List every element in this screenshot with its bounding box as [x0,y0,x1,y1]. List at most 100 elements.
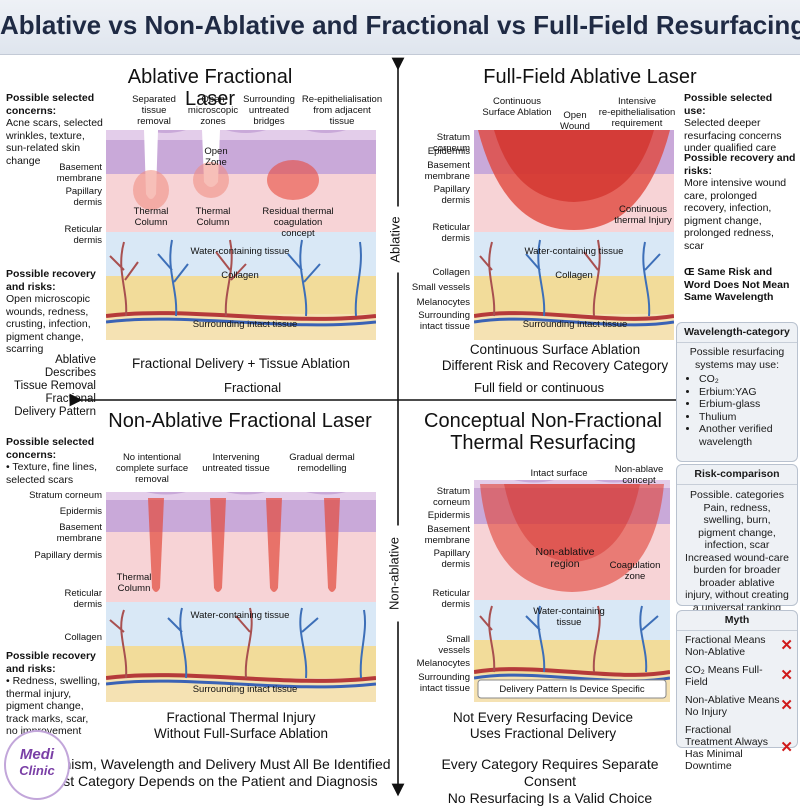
q4-layer-reticular: Reticular dermis [432,588,471,610]
risk-panel-heading: Risk-comparison [677,465,797,485]
q3-skin-diagram [106,492,376,702]
q2-top-label-2: Open Wound [560,110,590,132]
q2-skin-diagram [474,130,674,340]
q4-coagulation-zone-label: Coagulation zone [609,560,661,582]
q3-water-label: Water-containing tissue [190,610,290,621]
q4-layer-epidermis: Epidermis [427,510,470,521]
q4-layer-intact: Surrounding intact tissue [418,672,470,694]
wavelength-item: Erbium-glass [699,398,789,411]
q3-layer-reticular: Reticular dermis [64,588,103,610]
logo-line-1: Medi [19,746,55,763]
q2-recovery-text: More intensive wound care, prolonged rec… [684,177,787,252]
page-title: Ablative vs Non-Ablative and Fractional … [0,10,800,40]
q3-thermal-column-label: Thermal Column [116,572,152,594]
q2-recovery: Possible recovery and risks: More intens… [684,152,796,252]
q2-use: Possible selected use: Selected deeper r… [684,92,796,155]
q2-water-label: Water-containing tissue [524,246,624,257]
q3-recovery-text: • Redness, swelling, thermal injury, pig… [6,675,101,737]
q1-skin-diagram [106,130,376,340]
q1-layer-basement: Basement membrane [56,162,102,184]
q2-top-label-3: Intensive re-epithelialisation requireme… [598,96,676,129]
q3-concerns-heading: Possible selected concerns: [6,436,95,461]
q4-intact-surface-label: Intact surface [530,468,588,479]
q2-layer-melanocytes: Melanocytes [416,297,470,308]
myth-text: Fractional Means Non-Ablative [685,634,766,658]
q1-layer-reticular: Reticular dermis [64,224,103,246]
wavelength-panel-heading: Wavelength-category [677,323,797,343]
wavelength-panel-intro: Possible resurfacing systems may use: [689,346,785,371]
q3-top-label-1: No intentional complete surface removal [115,452,189,485]
q1-caption: Fractional Delivery + Tissue Ablation [132,356,350,371]
q1-water-label: Water-containing tissue [190,246,290,257]
q2-collagen-label: Collagen [555,270,593,281]
q4-non-ablative-region-label: Non-ablative region [535,546,595,570]
q2-layer-reticular: Reticular dermis [432,222,471,244]
myth-panel-heading: Myth [677,611,797,631]
q4-water-label: Water-containing tissue [533,606,605,628]
q3-title: Non-Ablative Fractional Laser [108,410,372,432]
wavelength-panel: Wavelength-category Possible resurfacing… [676,322,798,462]
q1-residual-coagulation-label: Residual thermal coagulation concept [262,206,334,239]
q3-recovery: Possible recovery and risks: • Redness, … [6,650,102,738]
q3-top-label-2: Intervening untreated tissue [202,452,270,474]
logo-line-2: Clinic [19,763,55,778]
q3-concerns-text: • Texture, fine lines, selected scars [6,461,98,486]
q1-layer-papillary: Papillary dermis [65,186,102,208]
q2-layer-intact: Surrounding intact tissue [418,310,470,332]
q1-concerns-text: Acne scars, selected wrinkles, texture, … [6,117,103,167]
axis-label-ablative: Ablative [387,206,403,273]
q4-layer-basement: Basement membrane [424,524,470,546]
wavelength-item: CO₂ [699,373,789,386]
bottom-right-statement: Every Category Requires Separate Consent… [441,756,659,806]
axis-label-non-ablative: Non-ablative [386,525,402,622]
q1-recovery: Possible recovery and risks: Open micros… [6,268,102,356]
q4-device-banner: Delivery Pattern Is Device Specific [499,684,645,695]
myth-text: Non-Ablative Means No Injury [685,694,780,718]
q1-thermal-column-label-1: Thermal Column [133,206,169,228]
q2-thermal-injury-label: Continuous thermal Injury [614,204,672,226]
q3-layer-basement: Basement membrane [56,522,102,544]
q2-layer-basement: Basement membrane [424,160,470,182]
ablative-definition-note: Ablative Describes Tissue Removal Fracti… [13,354,96,418]
x-icon: ✕ [780,697,793,714]
q2-use-text: Selected deeper resurfacing concerns und… [684,117,782,154]
risk-panel: Risk-comparison Possible. categories Pai… [676,464,798,614]
q3-recovery-heading: Possible recovery and risks: [6,650,96,675]
wavelength-item: Another verified wavelength [699,423,789,448]
q2-wavelength-note: Œ Same Risk and Word Does Not Mean Same … [684,266,790,303]
x-icon: ✕ [780,637,793,654]
q1-concerns-heading: Possible selected concerns: [6,92,95,117]
q1-top-label-3: Surrounding untreated bridges [243,94,295,127]
q4-layer-stratum: Stratum corneum [433,486,470,508]
q2-recovery-heading: Possible recovery and risks: [684,152,796,177]
x-icon: ✕ [780,667,793,684]
q3-layer-stratum: Stratum corneum [29,490,102,501]
q2-caption: Continuous Surface Ablation Different Ri… [441,342,669,373]
q1-concerns: Possible selected concerns: Acne scars, … [6,92,106,167]
risk-panel-text: Possible. categories Pain, redness, swel… [685,489,789,614]
q2-top-label-1: Continuous Surface Ablation [482,96,552,118]
myth-row: Non-Ablative Means No Injury✕ [677,691,797,721]
q2-use-heading: Possible selected use: [684,92,773,117]
title-bar [0,0,800,55]
myth-panel: Myth Fractional Means Non-Ablative ✕ CO₂ … [676,610,798,772]
q2-layer-vessels: Small vessels [411,282,470,293]
myth-text: CO₂ Means Full-Field [685,664,763,688]
q1-recovery-text: Open microscopic wounds, redness, crusti… [6,293,91,355]
clinic-logo: Medi Clinic [4,730,70,800]
q1-top-label-2: Open microscopic zones [187,94,239,127]
q4-layer-melanocytes: Melanocytes [416,658,470,669]
q1-recovery-heading: Possible recovery and risks: [6,268,96,293]
q2-layer-collagen: Collagen [432,267,471,278]
q4-title: Conceptual Non-Fractional Thermal Resurf… [424,410,662,454]
q1-top-label-1: Separated tissue removal [132,94,176,127]
axis-label-full-field: Full field or continuous [470,380,609,395]
myth-text: Fractional Treatment Always Has Minimal … [685,724,769,772]
q3-layer-epidermis: Epidermis [59,506,102,517]
x-icon: ✕ [780,739,793,756]
wavelength-item: Erbium:YAG [699,386,789,399]
q2-layer-epidermis: Epidermis [427,146,470,157]
q1-open-zone-label: Open Zone [204,146,228,168]
q3-layer-papillary: Papillary dermis [34,550,102,561]
